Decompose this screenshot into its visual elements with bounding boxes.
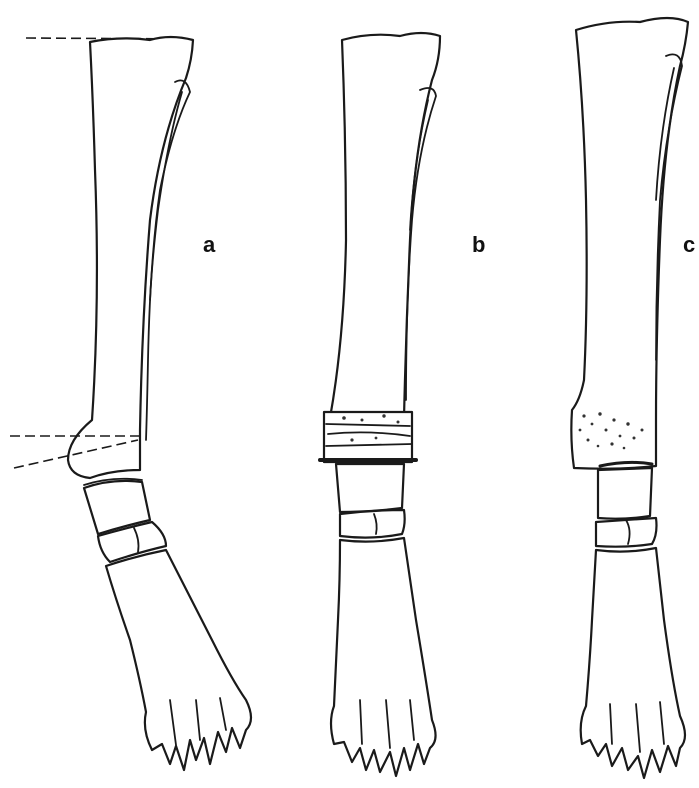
panel-label-a: a [203, 234, 215, 256]
panel-b-metatarsus [331, 538, 436, 776]
panel-c-limb [571, 18, 688, 778]
panel-c-tarsal-upper [598, 468, 652, 519]
panel-a-metatarsus [106, 550, 251, 770]
panel-b-implant-block [324, 412, 412, 462]
panel-label-b: b [472, 234, 485, 256]
panel-b-limb [320, 33, 440, 776]
panel-b-tarsal-lower [340, 510, 405, 538]
panel-label-c: c [683, 234, 695, 256]
panel-b-tibia [330, 33, 440, 418]
panel-a-tibia [68, 37, 193, 478]
panel-b-tarsal-upper [336, 464, 404, 512]
panel-c-metatarsus [581, 548, 685, 778]
panel-a-limb [10, 37, 251, 770]
